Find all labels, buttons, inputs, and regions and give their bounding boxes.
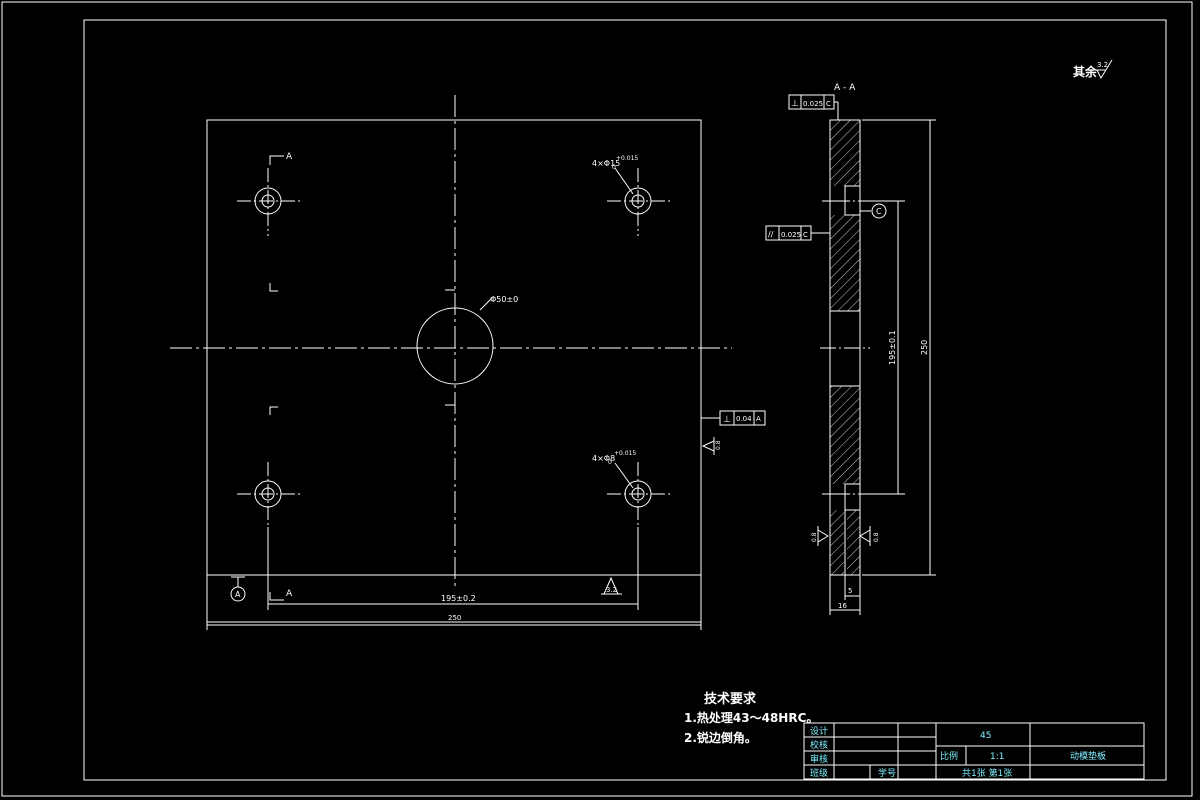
section-cut-mark-top bbox=[269, 155, 284, 165]
section-label: A - A bbox=[834, 83, 856, 93]
corner-hole-tr bbox=[607, 168, 673, 236]
width-dim: 250 bbox=[448, 614, 461, 622]
gdt-top-value: 0.025 bbox=[803, 100, 823, 108]
side-view bbox=[765, 94, 936, 615]
hole-tol-bottom-lower: 0 bbox=[608, 459, 612, 466]
thickness-dim: 16 bbox=[838, 602, 847, 610]
gdt-top-datum: C bbox=[826, 100, 831, 108]
roughness-triangle-side-right bbox=[859, 529, 871, 543]
hole-tol-top-lower: 0 bbox=[612, 164, 616, 171]
title-block-part-name: 动模垫板 bbox=[1070, 750, 1106, 762]
title-block bbox=[803, 722, 1145, 780]
datum-c-label: C bbox=[876, 207, 882, 216]
height-dim: 250 bbox=[920, 340, 929, 355]
gdt-mid-value: 0.025 bbox=[781, 231, 801, 239]
hole-tol-top: +0.015 bbox=[616, 155, 638, 162]
gdt-top-symbol: ⊥ bbox=[791, 99, 799, 109]
title-block-xuehao-label: 学号 bbox=[878, 767, 896, 779]
tech-requirements-title: 技术要求 bbox=[704, 692, 757, 707]
plate-outline bbox=[206, 119, 702, 626]
roughness-others-label: 其余 bbox=[1073, 64, 1098, 79]
title-block-scale-label: 比例 bbox=[940, 750, 958, 762]
tech-requirement-item: 1.热处理43～48HRC。 bbox=[684, 711, 819, 725]
corner-hole-br bbox=[607, 462, 673, 527]
gdt-mid-symbol: // bbox=[768, 230, 774, 239]
hole-spacing-dim: 195±0.2 bbox=[441, 594, 476, 603]
center-hole-leader bbox=[479, 297, 493, 311]
gdt-right-datum: A bbox=[756, 415, 761, 423]
roughness-side-right-value: 0.8 bbox=[873, 532, 880, 542]
title-block-row-design: 设计 bbox=[810, 725, 828, 737]
sheet-inner-border bbox=[83, 19, 1167, 781]
roughness-right-value: 0.8 bbox=[715, 440, 722, 450]
roughness-bottom-value: 3.2 bbox=[606, 586, 617, 594]
front-view bbox=[170, 95, 766, 630]
datum-c-circle bbox=[871, 203, 887, 219]
corner-hole-bl bbox=[237, 462, 303, 527]
corner-hole-tl bbox=[237, 168, 303, 236]
roughness-triangle-right bbox=[701, 440, 715, 452]
counterbore-dim: 5 bbox=[848, 587, 852, 595]
title-block-scale-value: 1:1 bbox=[990, 752, 1004, 762]
title-block-row-check: 校核 bbox=[810, 739, 828, 751]
tech-requirements: 技术要求 1.热处理43～48HRC。 2.锐边倒角。 bbox=[684, 688, 818, 748]
hole-tol-bottom: +0.015 bbox=[614, 450, 636, 457]
gdt-right-symbol: ⊥ bbox=[723, 415, 731, 425]
spacing-dim: 195±0.1 bbox=[888, 330, 897, 365]
title-block-row-class: 班级 bbox=[810, 767, 828, 779]
roughness-others: 其余 3.2 bbox=[1073, 59, 1113, 80]
title-block-row-review: 审核 bbox=[810, 753, 828, 765]
gdt-frame-right bbox=[719, 410, 766, 426]
roughness-others-value: 3.2 bbox=[1097, 61, 1108, 69]
gdt-mid-datum: C bbox=[803, 231, 808, 239]
datum-a-label: A bbox=[235, 590, 241, 599]
title-block-sheet-info: 共1张 第1张 bbox=[962, 767, 1012, 779]
gdt-right-value: 0.04 bbox=[736, 415, 752, 423]
datum-a-circle bbox=[230, 586, 246, 602]
roughness-triangle-side-left bbox=[817, 529, 829, 543]
cut-marker-top: A bbox=[286, 152, 293, 162]
hole-dim-bottom: 4×Φ8 bbox=[592, 454, 615, 463]
center-hole bbox=[416, 307, 494, 385]
tech-requirement-item: 2.锐边倒角。 bbox=[684, 731, 757, 745]
cut-marker-bottom: A bbox=[286, 589, 293, 599]
roughness-side-left-value: 0.8 bbox=[811, 532, 818, 542]
section-cut-mark-bottom bbox=[269, 592, 284, 601]
center-hole-dim: Φ50±0 bbox=[490, 295, 518, 304]
hole-dim-top: 4×Φ15 bbox=[592, 159, 620, 168]
title-block-material: 45 bbox=[980, 731, 991, 741]
